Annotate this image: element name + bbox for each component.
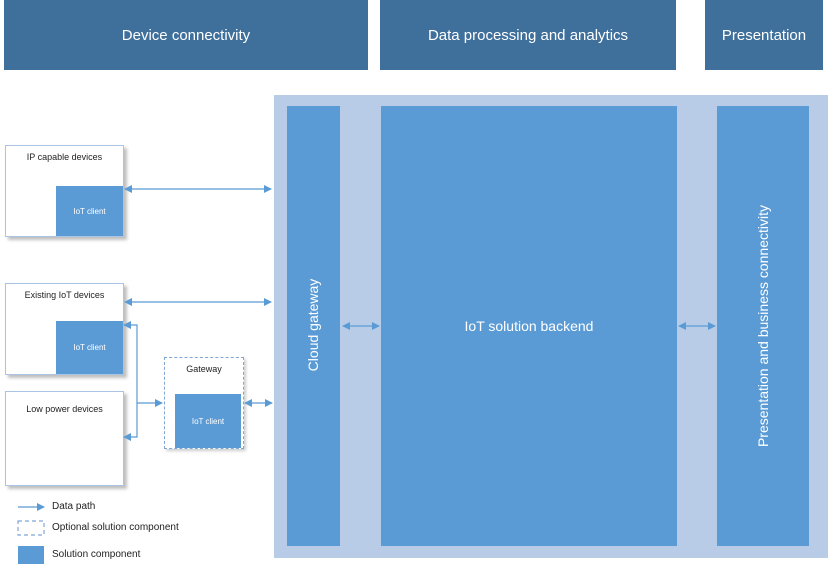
header-presentation: Presentation bbox=[705, 0, 823, 70]
existing-iot-client: IoT client bbox=[56, 321, 123, 374]
iot-backend-column: IoT solution backend bbox=[381, 106, 677, 546]
legend-data-path-label: Data path bbox=[52, 501, 96, 512]
existing-iot-devices-box: Existing IoT devices IoT client bbox=[5, 283, 124, 375]
arrow-devices-to-gateway bbox=[123, 321, 138, 441]
legend-optional-label: Optional solution component bbox=[52, 522, 179, 533]
ip-capable-devices-box: IP capable devices IoT client bbox=[5, 145, 124, 237]
iot-backend-label: IoT solution backend bbox=[464, 318, 594, 334]
gateway-label: Gateway bbox=[186, 364, 222, 374]
cloud-gateway-column bbox=[287, 106, 340, 546]
ip-capable-iot-client: IoT client bbox=[56, 186, 123, 236]
header-data-processing-label: Data processing and analytics bbox=[427, 26, 629, 44]
header-presentation-label: Presentation bbox=[721, 26, 807, 44]
low-power-devices-label: Low power devices bbox=[26, 404, 103, 414]
low-power-devices-box: Low power devices bbox=[5, 391, 124, 486]
legend-optional-swatch bbox=[17, 520, 45, 536]
header-data-processing: Data processing and analytics bbox=[380, 0, 676, 70]
gateway-iot-client: IoT client bbox=[175, 394, 241, 448]
ip-capable-devices-label: IP capable devices bbox=[26, 152, 103, 162]
header-device-connectivity: Device connectivity bbox=[4, 0, 368, 70]
header-device-connectivity-label: Device connectivity bbox=[121, 26, 251, 44]
existing-iot-devices-label: Existing IoT devices bbox=[24, 290, 105, 300]
legend-solution-swatch bbox=[18, 546, 44, 564]
existing-iot-client-label: IoT client bbox=[73, 343, 106, 352]
gateway-box: Gateway IoT client bbox=[164, 357, 244, 449]
gateway-iot-client-label: IoT client bbox=[191, 416, 225, 426]
legend-solution-label: Solution component bbox=[52, 549, 141, 560]
ip-capable-iot-client-label: IoT client bbox=[73, 206, 106, 216]
presentation-column bbox=[717, 106, 809, 546]
